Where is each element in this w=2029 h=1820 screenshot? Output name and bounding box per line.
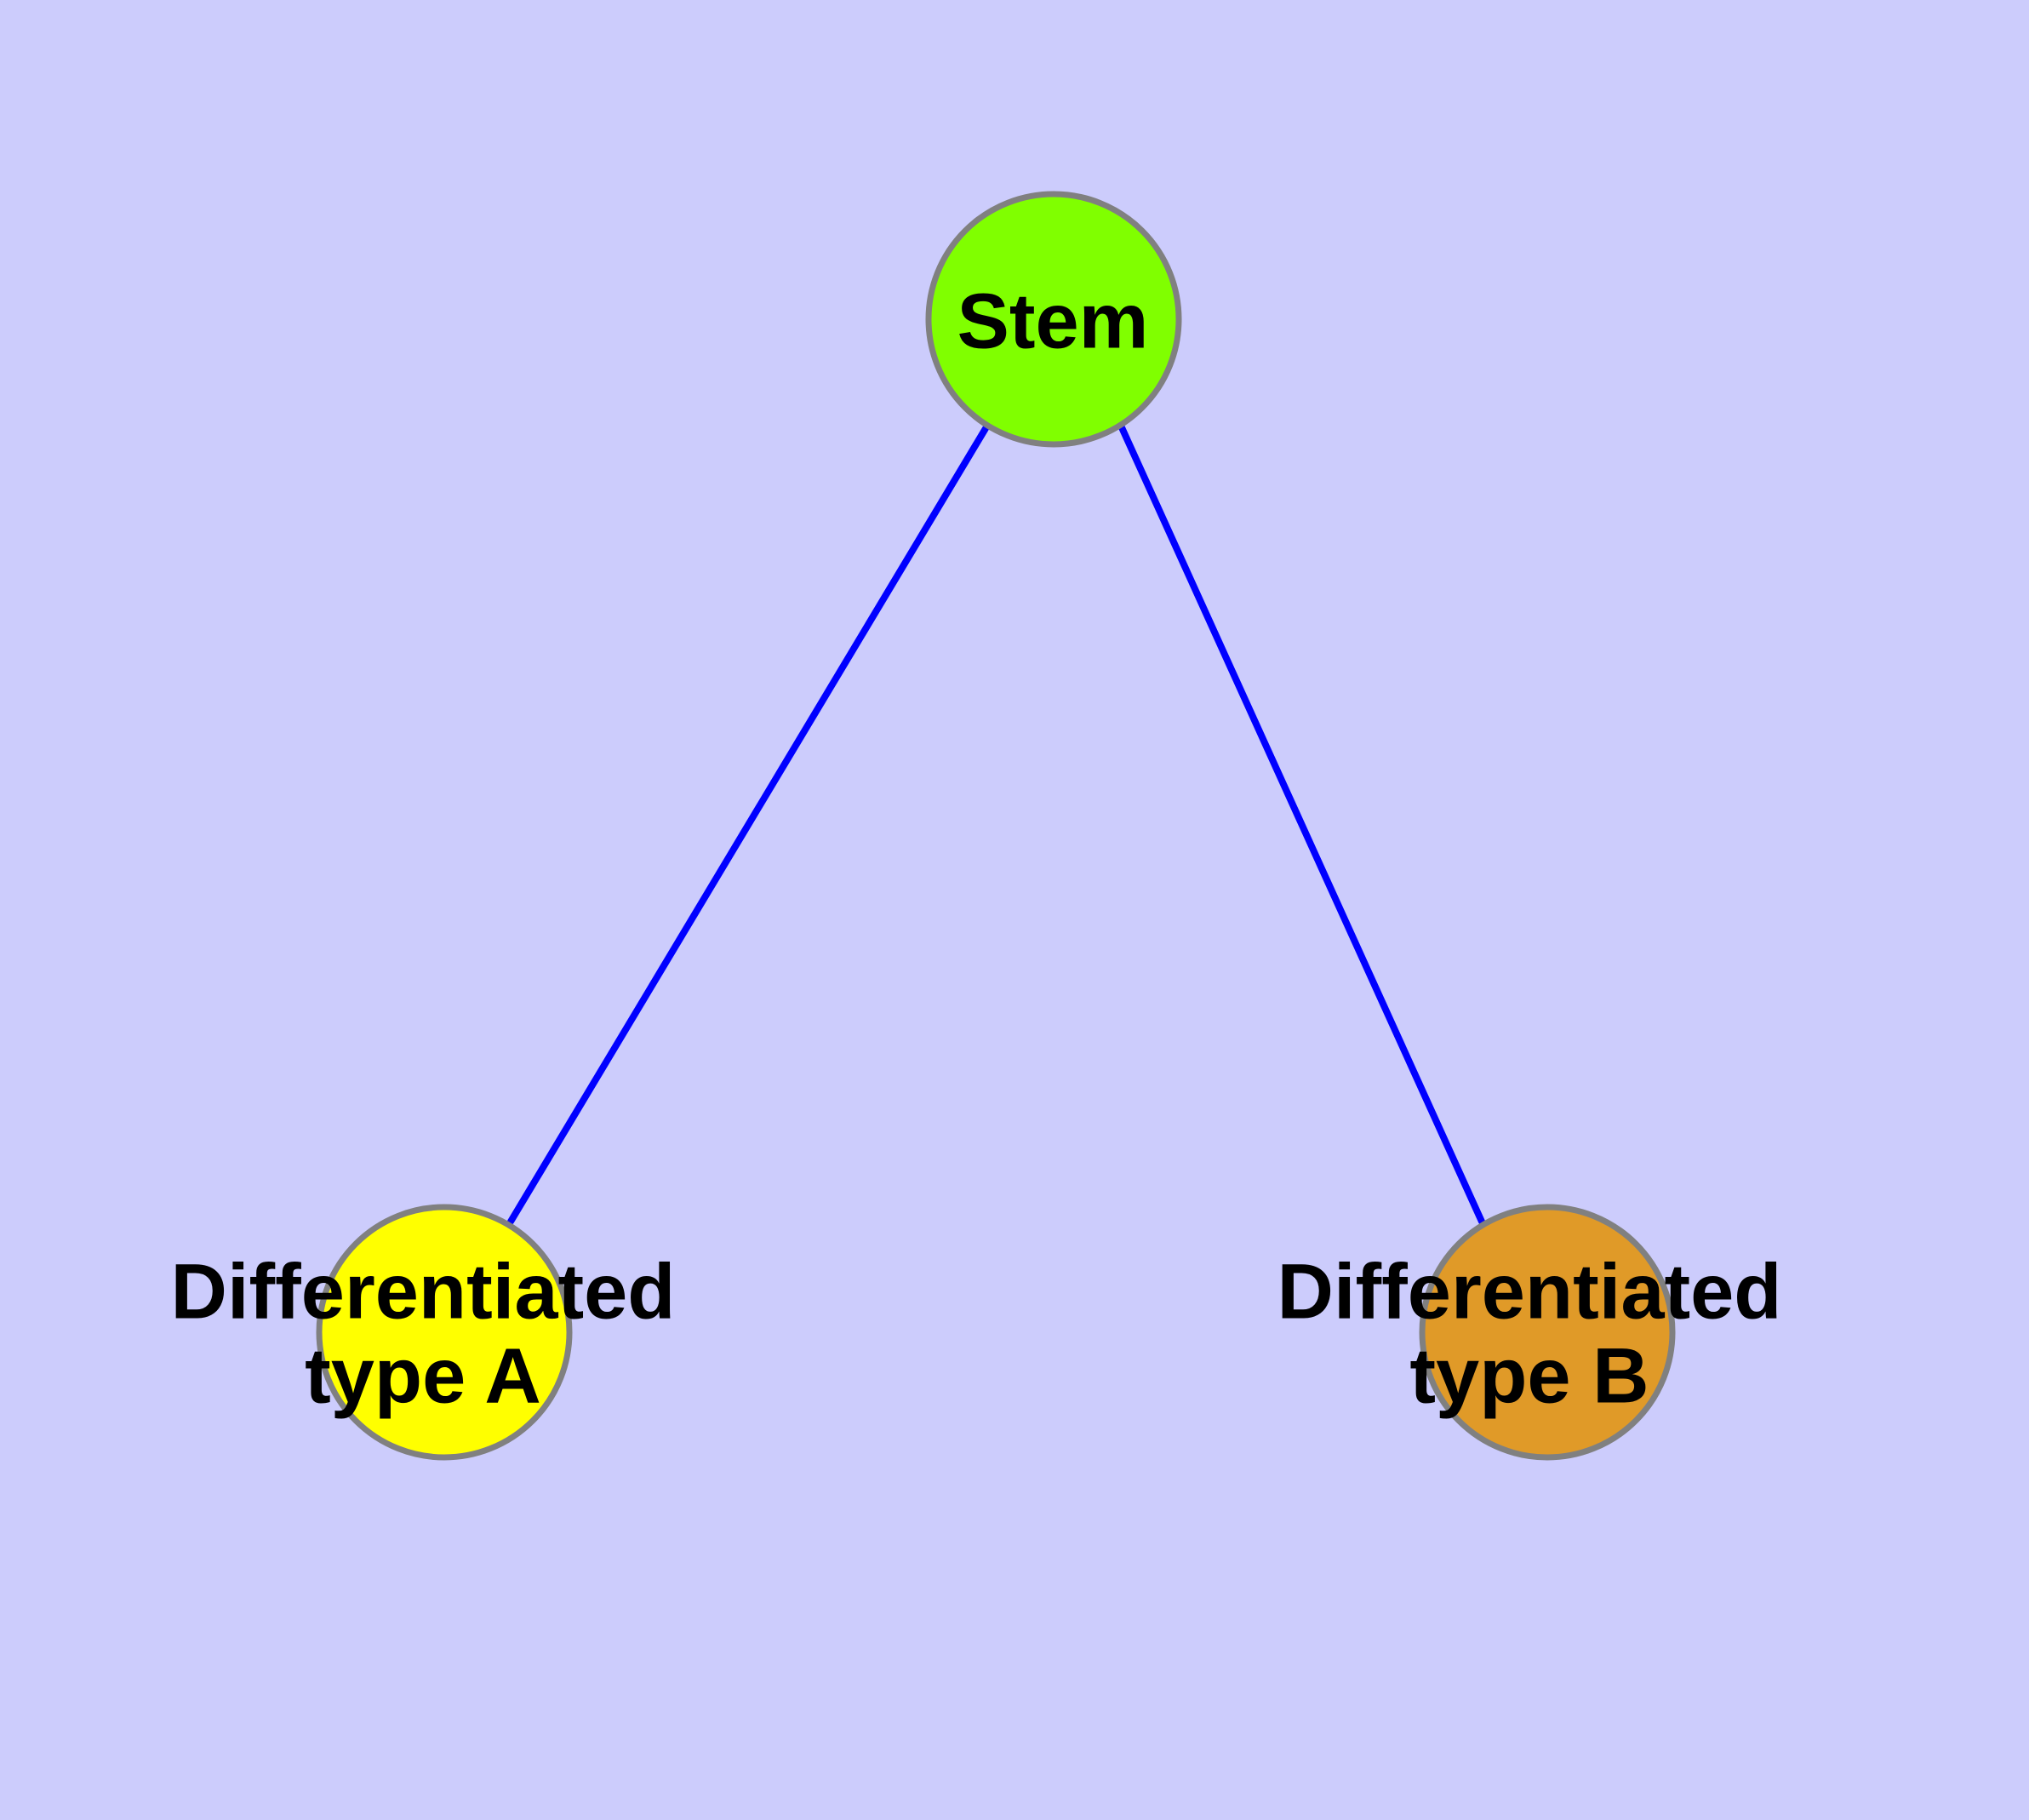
- node-stem[interactable]: [925, 191, 1182, 448]
- node-differentiated-type-b[interactable]: [1419, 1204, 1676, 1461]
- node-differentiated-type-a[interactable]: [316, 1204, 573, 1461]
- edge-layer: [507, 422, 1485, 1225]
- edge-stem-to-differentiated-type-b[interactable]: [1117, 422, 1485, 1225]
- edge-stem-to-differentiated-type-a[interactable]: [507, 422, 991, 1225]
- node-layer: [316, 191, 1676, 1461]
